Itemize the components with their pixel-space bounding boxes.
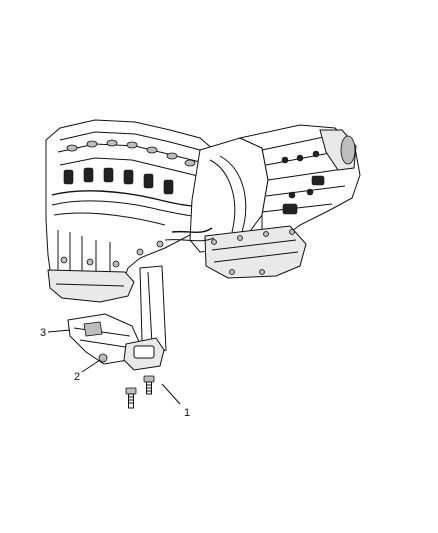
engine-illustration — [45, 119, 215, 303]
mount-bolts — [125, 375, 155, 409]
callout-1: 1 — [184, 407, 190, 419]
leader-lines — [47, 329, 181, 405]
callout-2: 2 — [74, 371, 80, 383]
transmission-illustration — [164, 124, 361, 279]
callout-3: 3 — [40, 327, 46, 339]
transmission-mount — [98, 337, 165, 371]
mount-plate — [67, 313, 141, 365]
